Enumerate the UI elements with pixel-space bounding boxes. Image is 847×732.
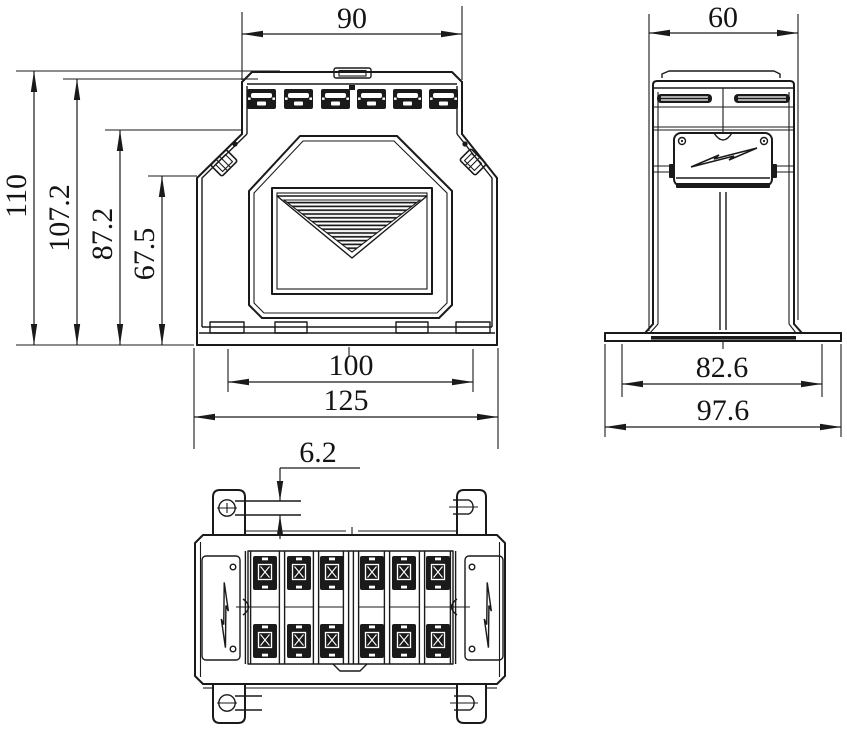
- window-triangle-outline: [276, 195, 428, 259]
- screw-icon: [759, 136, 769, 146]
- screw-icon: [468, 563, 476, 571]
- window-triangle-hatch: [282, 199, 422, 253]
- dim-front-height-body: 87.2: [86, 129, 242, 345]
- bottom-center-notch: [332, 663, 368, 672]
- bottom-terminal-area: [244, 550, 457, 665]
- side-view: 60 82.6 97.6: [604, 1, 842, 437]
- display-window: [271, 187, 433, 295]
- shoulder-latch-right: [458, 141, 488, 177]
- bottom-panel-right: [450, 555, 506, 661]
- dim-front-height-overall: 110: [0, 70, 280, 346]
- bottom-body-outline: [194, 527, 506, 689]
- dim-side-depth-top: 60: [648, 1, 799, 331]
- display-bezel: [248, 135, 453, 319]
- din-clip-tab: [333, 67, 372, 90]
- dim-side-flange-overall: 97.6: [604, 344, 842, 437]
- dim-bottom-tab-slot: 6.2: [276, 436, 360, 539]
- dim-front-top-width-label: 90: [337, 2, 367, 35]
- dim-side-depth-top-label: 60: [708, 1, 738, 34]
- bottom-mount-tab-bottom-right: [450, 683, 487, 724]
- screw-icon: [229, 645, 237, 653]
- screw-icon: [677, 136, 687, 146]
- side-bottom-flange: [604, 323, 842, 349]
- dim-side-flange-overall-label: 97.6: [697, 394, 750, 427]
- bottom-mount-tab-top-right: [449, 489, 487, 536]
- dim-front-height-case-label: 107.2: [43, 184, 76, 252]
- shoulder-latch-left: [209, 141, 239, 178]
- dim-bottom-tab-slot-label: 6.2: [299, 436, 337, 469]
- dim-side-flange-inner-label: 82.6: [696, 351, 749, 384]
- screw-icon: [229, 563, 237, 571]
- dim-side-flange-inner: 82.6: [621, 344, 823, 397]
- dim-front-width-inner: 100: [227, 349, 474, 392]
- bottom-mount-tab-top-left: [212, 489, 301, 536]
- dim-front-width-overall: 125: [193, 348, 499, 449]
- dim-front-height-case: 107.2: [43, 78, 258, 345]
- dim-front-height-body-label: 87.2: [86, 208, 119, 261]
- lightning-bolt-icon: [690, 147, 758, 168]
- dim-front-height-bezel-label: 67.5: [128, 228, 161, 281]
- screw-icon: [468, 645, 476, 653]
- bottom-mount-tab-bottom-left: [212, 683, 262, 724]
- plate-notch: [713, 132, 733, 141]
- dim-front-height-overall-label: 110: [0, 174, 33, 218]
- din-clip-plate: [661, 70, 781, 78]
- front-view: 90 110 107.2 87.2 67.5 100: [0, 2, 499, 449]
- front-terminal-blocks: [247, 89, 458, 109]
- dim-front-width-overall-label: 125: [324, 384, 369, 417]
- side-warning-plate: [653, 132, 794, 188]
- dim-front-top-width: 90: [241, 2, 463, 80]
- dim-front-width-inner-label: 100: [329, 349, 374, 382]
- lightning-bolt-icon: [207, 581, 243, 649]
- side-case-outline: [652, 70, 795, 330]
- side-vent-slots: [657, 94, 790, 103]
- front-bottom-tabs: [209, 321, 491, 334]
- dim-front-height-bezel: 67.5: [128, 175, 197, 345]
- bottom-view: 6.2: [194, 436, 506, 724]
